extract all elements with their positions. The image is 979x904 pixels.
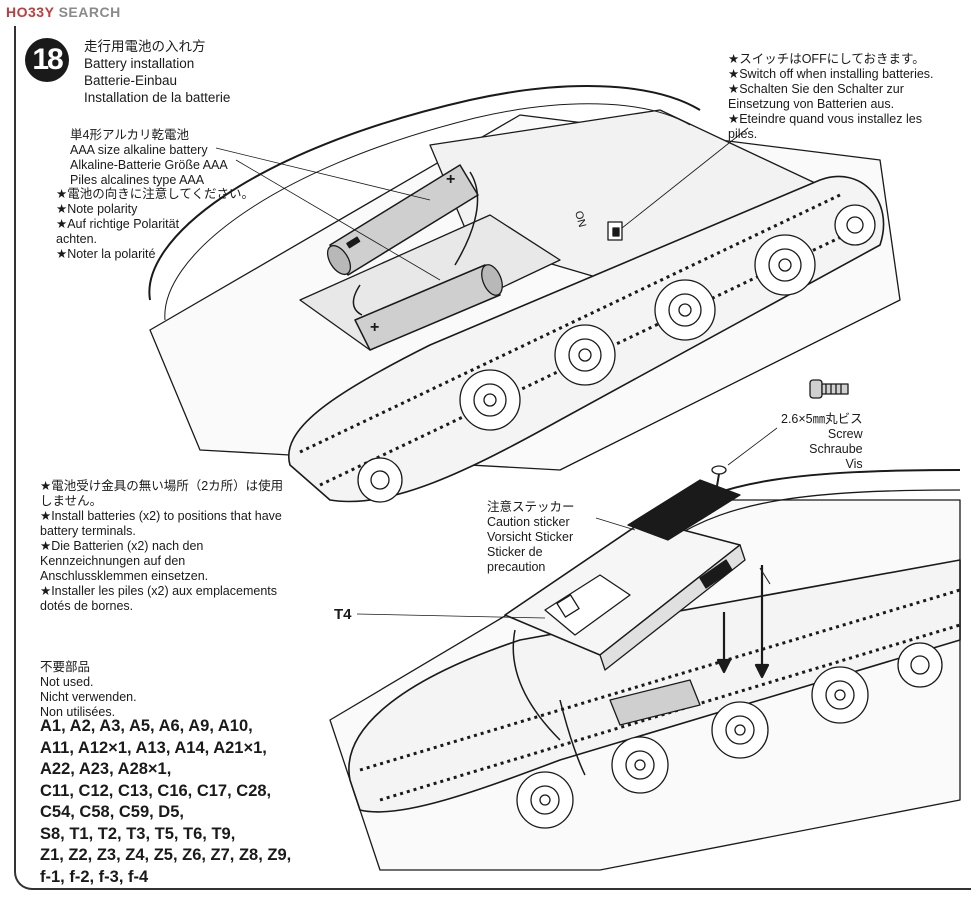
hobby-search-watermark: HO33Y SEARCH	[6, 4, 121, 20]
sticker-label-line: 注意ステッカー	[487, 500, 575, 514]
sticker-label-line: Caution sticker	[487, 515, 570, 529]
battery-note-line: Alkaline-Batterie Größe AAA	[70, 158, 228, 172]
not-used-line: 不要部品	[40, 660, 91, 674]
road-wheels-lower	[516, 642, 943, 829]
not-used-line: Nicht verwenden.	[40, 690, 137, 704]
parts-list-line: A22, A23, A28×1,	[40, 760, 172, 778]
polarity-note-line: ★Note polarity	[56, 202, 138, 216]
terminal-note-line: ★電池受け金具の無い場所（2カ所）は使用しません。	[40, 479, 284, 508]
battery-terminal-note: ★電池受け金具の無い場所（2カ所）は使用しません。 ★Install batte…	[40, 479, 295, 614]
switch-note-line: ★Eteindre quand vous installez les	[728, 112, 922, 126]
not-used-line: Not used.	[40, 675, 94, 689]
parts-list-line: C11, C12, C13, C16, C17, C28,	[40, 781, 272, 800]
road-wheels-upper	[357, 204, 876, 503]
switch-off-note: ★スイッチはOFFにしておきます。 ★Switch off when insta…	[728, 52, 934, 142]
step-title: 走行用電池の入れ方 Battery installation Batterie-…	[84, 38, 230, 106]
step-title-de: Batterie-Einbau	[84, 73, 178, 88]
sticker-label-line: Vorsicht Sticker	[487, 530, 574, 544]
screw-icon	[809, 379, 849, 399]
polarity-note-line: ★Auf richtige Polarität	[56, 217, 180, 231]
screw-label-line: Schraube	[809, 442, 863, 456]
switch-note-line: Einsetzung von Batterien aus.	[728, 97, 895, 111]
screw-label-line: Screw	[827, 427, 863, 441]
battery-type-note: 単4形アルカリ乾電池 AAA size alkaline battery Alk…	[70, 128, 228, 188]
switch-note-line: ★Switch off when installing batteries.	[728, 67, 934, 81]
battery-note-line: 単4形アルカリ乾電池	[70, 128, 189, 142]
upper-chassis: + +	[148, 85, 901, 503]
lower-chassis	[329, 469, 961, 871]
switch-note-line: piles.	[728, 127, 758, 141]
svg-text:+: +	[370, 319, 379, 336]
polarity-note: ★電池の向きに注意してください。 ★Note polarity ★Auf ric…	[56, 187, 254, 262]
terminal-note-line: ★Install batteries (x2) to positions tha…	[40, 509, 282, 538]
watermark-search: SEARCH	[58, 4, 121, 20]
sticker-label-line: precaution	[487, 560, 546, 574]
battery-note-line: AAA size alkaline battery	[70, 143, 208, 157]
caution-sticker	[627, 479, 741, 541]
aaa-batteries: + +	[326, 164, 503, 351]
unused-parts-list: A1, A2, A3, A5, A6, A9, A10, A11, A12×1,…	[40, 716, 291, 888]
on-switch-label: ON	[572, 210, 588, 229]
not-used-header: 不要部品 Not used. Nicht verwenden. Non util…	[40, 660, 137, 720]
screw-label-line: Vis	[845, 457, 863, 471]
parts-list-line: S8, T1, T2, T3, T5, T6, T9,	[40, 824, 236, 843]
step-title-fr: Installation de la batterie	[84, 90, 231, 105]
sticker-label-line: Sticker de	[487, 545, 543, 559]
polarity-note-line: achten.	[56, 232, 98, 246]
caution-sticker-label: 注意ステッカー Caution sticker Vorsicht Sticker…	[487, 500, 575, 575]
svg-text:+: +	[446, 171, 455, 188]
switch-note-line: ★Schalten Sie den Schalter zur	[728, 82, 904, 96]
switch-note-line: ★スイッチはOFFにしておきます。	[728, 52, 925, 66]
step-title-jp: 走行用電池の入れ方	[84, 39, 206, 54]
polarity-note-line: ★電池の向きに注意してください。	[56, 187, 254, 201]
polarity-note-line: ★Noter la polarité	[56, 247, 156, 261]
terminal-note-line: ★Die Batterien (x2) nach den Kennzeichnu…	[40, 539, 209, 583]
step-title-en: Battery installation	[84, 56, 195, 71]
insertion-arrows	[716, 565, 770, 679]
watermark-logo: HO33Y	[6, 4, 55, 20]
screw-label: 2.6×5㎜丸ビス Screw Schraube Vis	[781, 412, 863, 472]
parts-list-line: C54, C58, C59, D5,	[40, 803, 184, 821]
screw-label-line: 2.6×5㎜丸ビス	[781, 412, 863, 426]
step-frame	[14, 26, 971, 890]
battery-note-line: Piles alcalines type AAA	[70, 173, 205, 187]
parts-list-line: A1, A2, A3, A5, A6, A9, A10,	[40, 717, 253, 735]
parts-list-line: Z1, Z2, Z3, Z4, Z5, Z6, Z7, Z8, Z9,	[40, 846, 292, 864]
part-label-t4: T4	[334, 606, 352, 623]
terminal-note-line: ★Installer les piles (x2) aux emplacemen…	[40, 584, 277, 613]
parts-list-line: f-1, f-2, f-3, f-4	[40, 867, 149, 886]
not-used-line: Non utilisées.	[40, 705, 116, 719]
parts-list-line: A11, A12×1, A13, A14, A21×1,	[40, 738, 267, 757]
step-number-badge: 18	[25, 38, 69, 82]
